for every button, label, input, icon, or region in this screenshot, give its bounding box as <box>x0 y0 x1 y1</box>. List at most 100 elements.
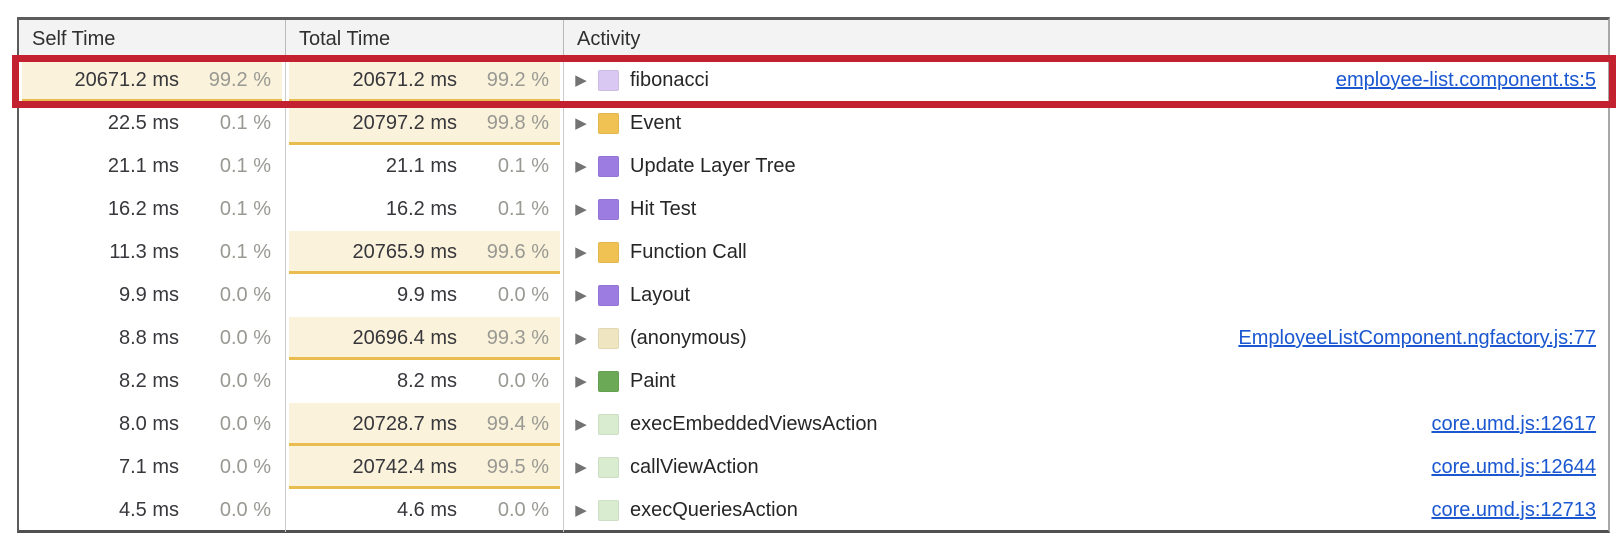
expand-triangle-icon[interactable]: ▶ <box>575 72 587 89</box>
rendering-category-icon <box>598 285 619 306</box>
table-row[interactable]: 21.1 ms 0.1 % 21.1 ms 0.1 % ▶ Update Lay… <box>19 145 1608 188</box>
self-time-percent: 0.1 % <box>219 198 271 220</box>
expand-triangle-icon[interactable]: ▶ <box>575 158 587 175</box>
column-header-self-time[interactable]: Self Time <box>19 20 286 58</box>
activity-label: execEmbeddedViewsAction <box>630 413 878 435</box>
total-time-percent: 0.0 % <box>497 370 549 392</box>
self-time-percent: 0.0 % <box>219 499 271 521</box>
activity-label: callViewAction <box>630 456 759 478</box>
rendering-category-icon <box>598 156 619 177</box>
total-time-cell: 16.2 ms 0.1 % <box>286 188 564 231</box>
expand-triangle-icon[interactable]: ▶ <box>575 115 587 132</box>
self-time-value: 9.9 ms <box>118 284 179 306</box>
source-location-link[interactable]: core.umd.js:12713 <box>1431 499 1596 521</box>
self-time-value: 8.8 ms <box>118 327 179 349</box>
self-time-bar: 4.5 ms 0.0 % <box>22 489 282 532</box>
datagrid-header: Self Time Total Time Activity <box>19 20 1608 59</box>
total-time-percent: 99.2 % <box>486 69 549 91</box>
source-location-link[interactable]: core.umd.js:12644 <box>1431 456 1596 478</box>
expand-triangle-icon[interactable]: ▶ <box>575 373 587 390</box>
activity-cell: ▶ fibonacci employee-list.component.ts:5 <box>564 59 1608 102</box>
total-time-percent: 0.0 % <box>497 499 549 521</box>
expand-triangle-icon[interactable]: ▶ <box>575 201 587 218</box>
total-time-value: 20728.7 ms <box>352 413 457 435</box>
self-time-percent: 0.1 % <box>219 155 271 177</box>
total-time-percent: 99.8 % <box>486 112 549 134</box>
activity-label: (anonymous) <box>630 327 747 349</box>
self-time-cell: 7.1 ms 0.0 % <box>19 446 286 489</box>
total-time-percent: 0.0 % <box>497 284 549 306</box>
total-time-value: 20742.4 ms <box>352 456 457 478</box>
self-time-percent: 0.0 % <box>219 284 271 306</box>
self-time-cell: 22.5 ms 0.1 % <box>19 102 286 145</box>
table-row[interactable]: 8.8 ms 0.0 % 20696.4 ms 99.3 % ▶ (anonym… <box>19 317 1608 360</box>
self-time-percent: 0.0 % <box>219 413 271 435</box>
total-time-cell: 20742.4 ms 99.5 % <box>286 446 564 489</box>
self-time-percent: 0.0 % <box>219 327 271 349</box>
scripting-frame-icon <box>598 414 619 435</box>
total-time-bar: 20728.7 ms 99.4 % <box>289 403 560 446</box>
self-time-cell: 8.0 ms 0.0 % <box>19 403 286 446</box>
total-time-bar: 8.2 ms 0.0 % <box>289 360 560 403</box>
total-time-cell: 20671.2 ms 99.2 % <box>286 59 564 102</box>
activity-label: Function Call <box>630 241 747 263</box>
expand-triangle-icon[interactable]: ▶ <box>575 244 587 261</box>
table-row[interactable]: 8.2 ms 0.0 % 8.2 ms 0.0 % ▶ Paint <box>19 360 1608 403</box>
total-time-bar: 16.2 ms 0.1 % <box>289 188 560 231</box>
total-time-cell: 20696.4 ms 99.3 % <box>286 317 564 360</box>
self-time-percent: 0.1 % <box>219 112 271 134</box>
table-row[interactable]: 7.1 ms 0.0 % 20742.4 ms 99.5 % ▶ callVie… <box>19 446 1608 489</box>
painting-category-icon <box>598 371 619 392</box>
self-time-cell: 11.3 ms 0.1 % <box>19 231 286 274</box>
event-category-icon <box>598 113 619 134</box>
self-time-bar: 8.8 ms 0.0 % <box>22 317 282 360</box>
expand-triangle-icon[interactable]: ▶ <box>575 459 587 476</box>
source-location-link[interactable]: employee-list.component.ts:5 <box>1335 69 1596 91</box>
self-time-cell: 20671.2 ms 99.2 % <box>19 59 286 102</box>
total-time-bar: 20671.2 ms 99.2 % <box>289 59 560 102</box>
expand-triangle-icon[interactable]: ▶ <box>575 502 587 519</box>
self-time-cell: 16.2 ms 0.1 % <box>19 188 286 231</box>
table-row[interactable]: 20671.2 ms 99.2 % 20671.2 ms 99.2 % ▶ fi… <box>19 59 1608 102</box>
total-time-bar: 20797.2 ms 99.8 % <box>289 102 560 145</box>
table-row[interactable]: 11.3 ms 0.1 % 20765.9 ms 99.6 % ▶ Functi… <box>19 231 1608 274</box>
expand-triangle-icon[interactable]: ▶ <box>575 416 587 433</box>
column-header-activity[interactable]: Activity <box>577 27 641 50</box>
total-time-cell: 21.1 ms 0.1 % <box>286 145 564 188</box>
scripting-frame-icon <box>598 70 619 91</box>
self-time-value: 20671.2 ms <box>74 69 179 91</box>
scripting-category-icon <box>598 242 619 263</box>
total-time-cell: 20728.7 ms 99.4 % <box>286 403 564 446</box>
total-time-value: 20696.4 ms <box>352 327 457 349</box>
total-time-bar: 21.1 ms 0.1 % <box>289 145 560 188</box>
self-time-cell: 21.1 ms 0.1 % <box>19 145 286 188</box>
table-row[interactable]: 4.5 ms 0.0 % 4.6 ms 0.0 % ▶ execQueriesA… <box>19 489 1608 532</box>
self-time-bar: 22.5 ms 0.1 % <box>22 102 282 145</box>
activity-cell: ▶ Layout <box>564 274 1608 317</box>
table-row[interactable]: 8.0 ms 0.0 % 20728.7 ms 99.4 % ▶ execEmb… <box>19 403 1608 446</box>
total-time-percent: 99.4 % <box>486 413 549 435</box>
source-location-link[interactable]: core.umd.js:12617 <box>1431 413 1596 435</box>
activity-cell: ▶ Paint <box>564 360 1608 403</box>
table-row[interactable]: 22.5 ms 0.1 % 20797.2 ms 99.8 % ▶ Event <box>19 102 1608 145</box>
expand-triangle-icon[interactable]: ▶ <box>575 287 587 304</box>
total-time-bar: 20696.4 ms 99.3 % <box>289 317 560 360</box>
self-time-cell: 9.9 ms 0.0 % <box>19 274 286 317</box>
column-header-total-time[interactable]: Total Time <box>286 20 564 58</box>
scripting-frame-icon <box>598 328 619 349</box>
table-body: 20671.2 ms 99.2 % 20671.2 ms 99.2 % ▶ fi… <box>19 59 1608 532</box>
expand-triangle-icon[interactable]: ▶ <box>575 330 587 347</box>
scripting-frame-icon <box>598 500 619 521</box>
total-time-bar: 4.6 ms 0.0 % <box>289 489 560 532</box>
total-time-value: 21.1 ms <box>385 155 457 177</box>
total-time-cell: 20797.2 ms 99.8 % <box>286 102 564 145</box>
table-row[interactable]: 16.2 ms 0.1 % 16.2 ms 0.1 % ▶ Hit Test <box>19 188 1608 231</box>
table-row[interactable]: 9.9 ms 0.0 % 9.9 ms 0.0 % ▶ Layout <box>19 274 1608 317</box>
self-time-bar: 16.2 ms 0.1 % <box>22 188 282 231</box>
self-time-percent: 0.0 % <box>219 370 271 392</box>
source-location-link[interactable]: EmployeeListComponent.ngfactory.js:77 <box>1238 327 1596 349</box>
activity-cell: ▶ Event <box>564 102 1608 145</box>
total-time-bar: 20742.4 ms 99.5 % <box>289 446 560 489</box>
activity-cell: ▶ execEmbeddedViewsAction core.umd.js:12… <box>564 403 1608 446</box>
